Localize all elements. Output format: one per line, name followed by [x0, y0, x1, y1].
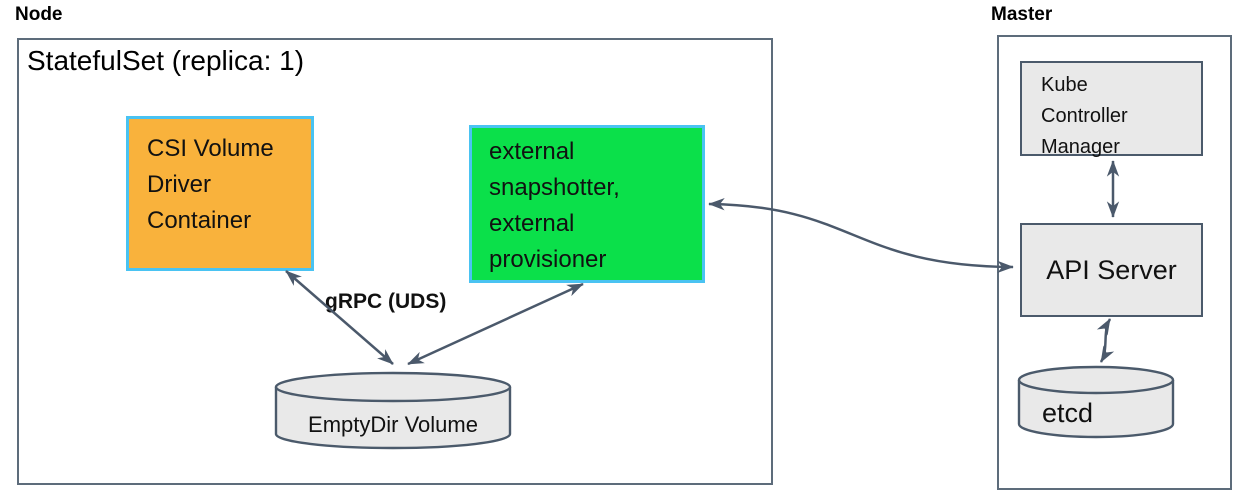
kube-controller-manager-box: Kube Controller Manager	[1020, 61, 1203, 158]
external-sidecar-label: external snapshotter, external provision…	[489, 138, 620, 273]
grpc-uds-label: gRPC (UDS)	[325, 290, 447, 313]
node-box: StatefulSet (replica: 1) CSI Volume Driv…	[17, 38, 773, 485]
api-server-box: API Server	[1020, 223, 1203, 317]
kube-controller-manager-label: Kube Controller Manager	[1041, 74, 1128, 158]
emptydir-label: EmptyDir Volume	[308, 412, 478, 437]
api-server-label: API Server	[1046, 254, 1177, 285]
node-label: Node	[15, 4, 63, 25]
csi-volume-driver-label: CSI Volume Driver Container	[147, 135, 274, 234]
external-sidecar-box: external snapshotter, external provision…	[469, 125, 705, 283]
master-label: Master	[991, 4, 1053, 25]
etcd-label: etcd	[1042, 398, 1094, 428]
csi-volume-driver-box: CSI Volume Driver Container	[126, 116, 314, 271]
statefulset-title: StatefulSet (replica: 1)	[27, 45, 305, 76]
master-box: Kube Controller Manager API Server	[997, 35, 1232, 490]
